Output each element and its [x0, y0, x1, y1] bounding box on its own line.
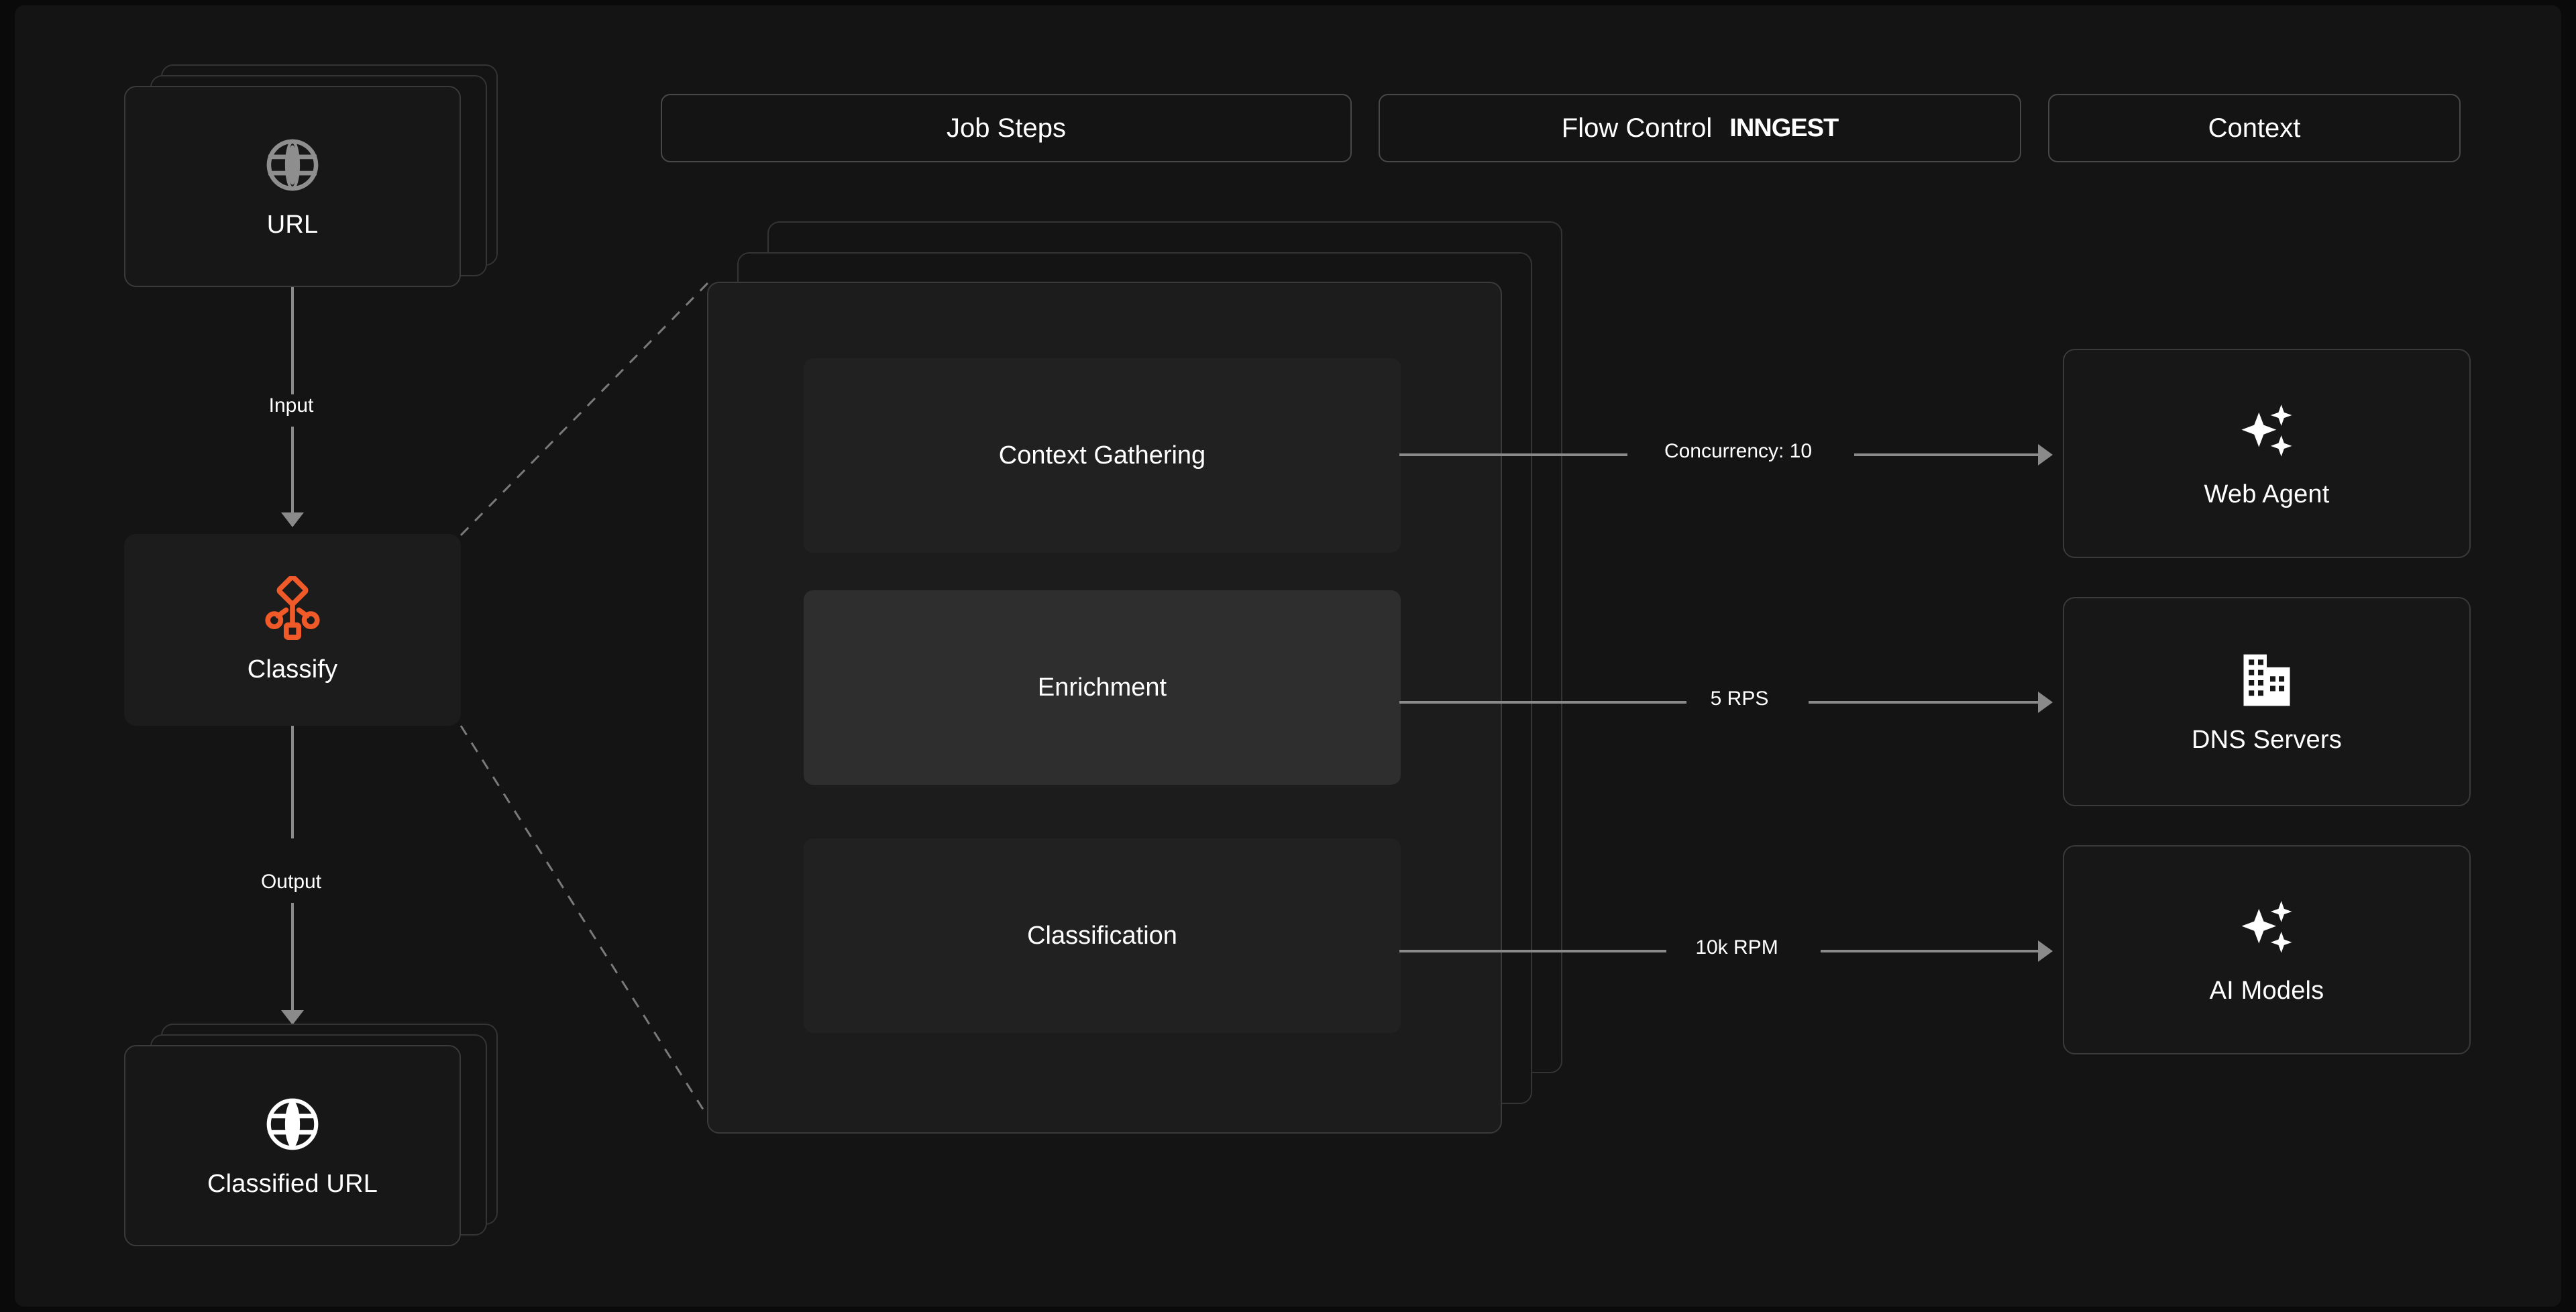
inngest-logo: INNGEST [1729, 113, 1839, 142]
diagram-canvas: Job Steps Flow Control INNGEST Context [15, 5, 2561, 1307]
output-connector-line-top [291, 726, 294, 838]
context-card-label: DNS Servers [2192, 725, 2342, 754]
output-node-label: Classified URL [207, 1169, 378, 1198]
flow-edge-label-rps: 5 RPS [1710, 688, 1769, 710]
context-card-ai-models[interactable]: AI Models [2063, 845, 2471, 1054]
flow-edge-line-right-3 [1821, 950, 2041, 952]
output-connector-line-bottom [291, 903, 294, 1012]
tab-flow-control-label: Flow Control [1561, 113, 1713, 143]
context-card-label: AI Models [2209, 976, 2324, 1005]
flow-edge-label-concurrency: Concurrency: 10 [1664, 440, 1813, 462]
input-edge-label: Input [268, 394, 314, 417]
flow-edge-line-right-2 [1809, 701, 2041, 704]
job-step-enrichment[interactable]: Enrichment [804, 590, 1401, 785]
input-arrow-icon [281, 512, 304, 527]
input-node-label: URL [266, 210, 319, 239]
tab-flow-control[interactable]: Flow Control INNGEST [1379, 94, 2021, 162]
sparkles-icon [2233, 398, 2300, 466]
flow-edge-arrow-icon-3 [2038, 940, 2053, 962]
job-step-label: Context Gathering [998, 441, 1206, 470]
tab-context-label: Context [2208, 113, 2301, 143]
output-node-classified-url[interactable]: Classified URL [124, 1045, 461, 1246]
flow-edge-line-left-3 [1399, 950, 1666, 952]
job-step-label: Enrichment [1037, 673, 1167, 702]
tab-context[interactable]: Context [2048, 94, 2461, 162]
input-connector-line-bottom [291, 427, 294, 514]
process-node-label: Classify [247, 655, 338, 684]
context-card-web-agent[interactable]: Web Agent [2063, 349, 2471, 558]
flow-edge-line-left-2 [1399, 701, 1686, 704]
input-node-url[interactable]: URL [124, 86, 461, 287]
flow-edge-label-rpm: 10k RPM [1695, 936, 1778, 959]
job-step-context-gathering[interactable]: Context Gathering [804, 358, 1401, 553]
sparkles-icon [2233, 895, 2300, 962]
globe-icon [262, 1093, 323, 1155]
job-step-label: Classification [1027, 921, 1177, 950]
output-edge-label: Output [260, 871, 322, 893]
tab-job-steps[interactable]: Job Steps [661, 94, 1352, 162]
context-card-dns-servers[interactable]: DNS Servers [2063, 597, 2471, 806]
job-steps-panel: Context Gathering Enrichment Classificat… [707, 282, 1502, 1134]
tab-job-steps-label: Job Steps [947, 113, 1066, 143]
flow-edge-line-left-1 [1399, 453, 1627, 456]
output-arrow-icon [281, 1010, 304, 1025]
flow-edge-arrow-icon-1 [2038, 444, 2053, 466]
process-node-classify[interactable]: Classify [124, 534, 461, 726]
flow-edge-arrow-icon-2 [2038, 692, 2053, 713]
globe-icon [262, 134, 323, 196]
input-connector-line-top [291, 287, 294, 394]
job-step-classification[interactable]: Classification [804, 838, 1401, 1033]
flow-edge-line-right-1 [1854, 453, 2041, 456]
building-icon [2236, 649, 2298, 711]
classify-hierarchy-icon [260, 576, 325, 641]
context-card-label: Web Agent [2204, 480, 2330, 508]
